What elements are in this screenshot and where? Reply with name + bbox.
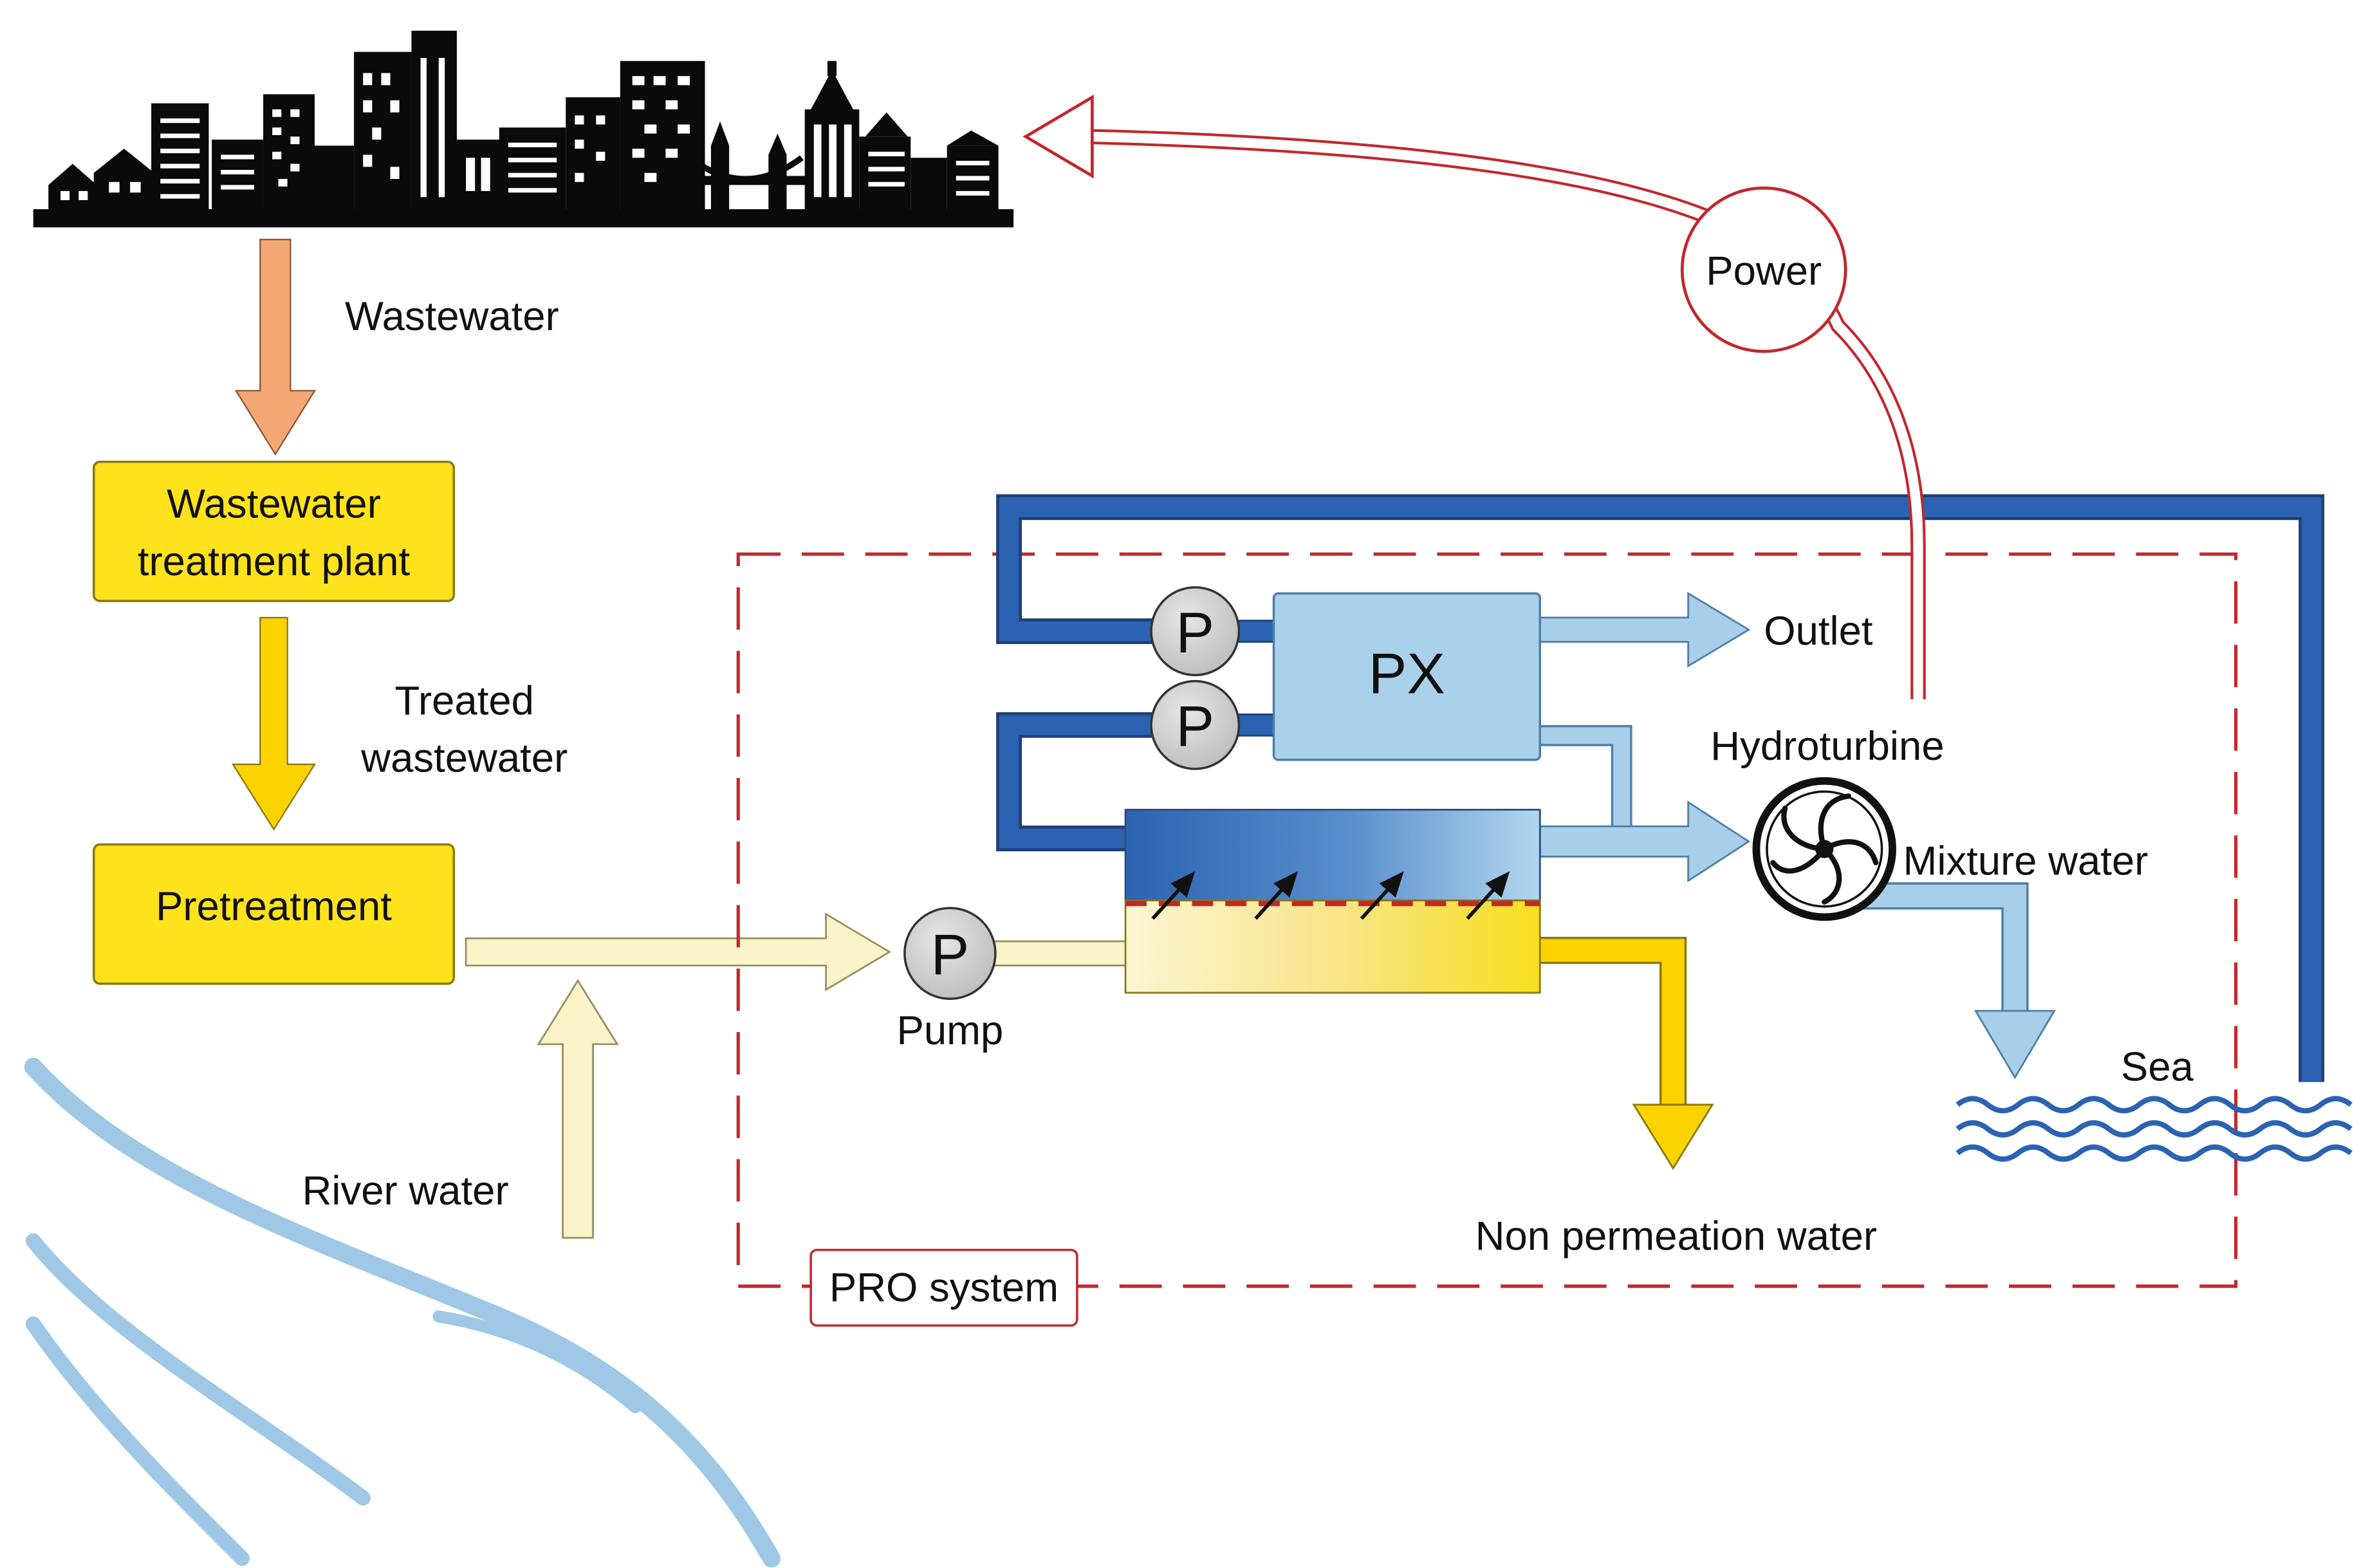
power-arrowhead [1022,95,1094,179]
wwtp-label-line2: treatment plant [138,539,411,584]
pro-membrane-module [1124,809,1541,994]
outlet-arrow [1539,591,1751,668]
treated-label-line2: wastewater [360,736,568,781]
outlet-label: Outlet [1764,609,1873,654]
turbine-icon [1752,777,1896,921]
pump-label: Pump [896,1008,1003,1053]
mixture-water-label: Mixture water [1903,839,2149,884]
treated-label-line1: Treated [395,678,534,723]
pro-system-label: PRO system [829,1266,1058,1311]
power-circle [1680,186,1847,353]
hydroturbine-label: Hydroturbine [1710,724,1944,769]
pump-symbol: P [931,923,970,987]
power-label: Power [1706,249,1822,294]
pressure-exchanger-box [1272,592,1542,761]
pump-symbol: P [1176,694,1214,759]
river-icon [24,1058,781,1568]
seawater-pump-2: P [1150,679,1241,770]
river-water-arrow [537,979,619,1239]
pro-system-label-box [809,1248,1078,1327]
pro-system-boundary [736,552,2238,1288]
pump-symbol: P [1176,600,1214,665]
sea-label: Sea [2121,1044,2194,1089]
non-permeation-arrow [1632,1103,1714,1170]
px-label: PX [1369,641,1445,705]
mixture-to-turbine-arrow [1539,800,1751,883]
wastewater-label: Wastewater [345,294,559,339]
wastewater-arrow [234,238,317,456]
pretreatment-label: Pretreatment [156,884,392,929]
feed-pump: P [903,907,997,1001]
sea-waves-icon [1955,1096,2352,1162]
feed-water-arrow [465,912,892,992]
river-water-label: River water [302,1168,509,1213]
non-permeation-label: Non permeation water [1475,1214,1877,1259]
city-skyline-icon [33,30,1014,228]
pretreatment-box [92,843,456,985]
wastewater-treatment-plant-box [92,460,456,602]
city-windows [60,58,990,201]
wwtp-label-line1: Wastewater [167,482,381,527]
treated-wastewater-arrow [231,616,317,831]
mixture-to-sea-arrow [1973,1010,2056,1080]
seawater-pump-1: P [1150,586,1241,676]
